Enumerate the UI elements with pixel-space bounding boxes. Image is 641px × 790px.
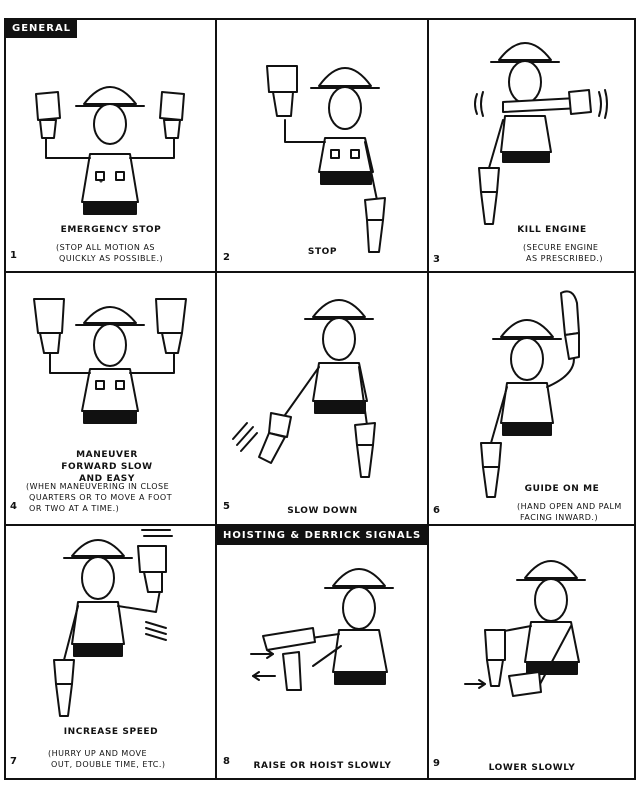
panel-title: INCREASE SPEED [63,727,159,737]
panel-stop: STOP 2 [217,20,428,272]
panel-lower-slowly: LOWER SLOWLY 9 [429,526,635,779]
panel-guide-on-me: GUIDE ON ME (HAND OPEN AND PALM FACING I… [429,273,635,525]
figure-lower-slowly [464,560,586,697]
panel-title: EMERGENCY STOP [60,225,162,235]
panel-number: 1 [10,250,17,261]
panel-title: LOWER SLOWLY [488,763,576,773]
panel-title: STOP [307,247,338,257]
panel-title: SLOW DOWN [287,506,358,516]
panel-note: (HAND OPEN AND PALM FACING INWARD.) [517,502,622,522]
panel-number: 4 [10,501,17,512]
panel-maneuver-forward: MANEUVER FORWARD SLOW AND EASY (WHEN MAN… [6,273,216,525]
figure-kill-engine [474,42,608,225]
figure-raise-hoist-slowly [250,568,394,691]
figure-stop [266,65,386,253]
figure-slow-down [232,299,376,478]
panel-number: 7 [10,756,17,767]
panel-title: MANEUVER FORWARD SLOW AND EASY [61,450,153,484]
panel-title: KILL ENGINE [517,225,587,235]
panel-number: 3 [433,254,440,265]
panel-number: 2 [223,252,230,263]
section-tag-general: GENERAL [6,19,78,38]
figure-guide-on-me [480,290,580,498]
panel-note: (STOP ALL MOTION AS QUICKLY AS POSSIBLE.… [56,243,164,263]
panel-kill-engine: KILL ENGINE (SECURE ENGINE AS PRESCRIBED… [429,20,635,272]
panel-note: (WHEN MANEUVERING IN CLOSE QUARTERS OR T… [26,482,173,513]
panel-note: (HURRY UP AND MOVE OUT, DOUBLE TIME, ETC… [48,749,166,769]
figure-maneuver-forward [33,298,187,424]
figure-emergency-stop [35,86,185,215]
panel-note: (SECURE ENGINE AS PRESCRIBED.) [523,243,604,263]
figure-increase-speed [53,529,173,717]
panel-number: 8 [223,756,230,767]
panel-raise-hoist-slowly: RAISE OR HOIST SLOWLY 8 [217,526,428,779]
panel-title: GUIDE ON ME [524,484,600,494]
panel-slow-down: SLOW DOWN 5 [217,273,428,525]
panel-emergency-stop: EMERGENCY STOP (STOP ALL MOTION AS QUICK… [6,36,216,272]
panel-increase-speed: INCREASE SPEED (HURRY UP AND MOVE OUT, D… [6,526,216,779]
panel-number: 5 [223,501,230,512]
section-tag-hoisting: HOISTING & DERRICK SIGNALS [217,526,428,545]
panel-number: 9 [433,758,440,769]
panel-number: 6 [433,505,440,516]
panel-title: RAISE OR HOIST SLOWLY [253,761,392,771]
